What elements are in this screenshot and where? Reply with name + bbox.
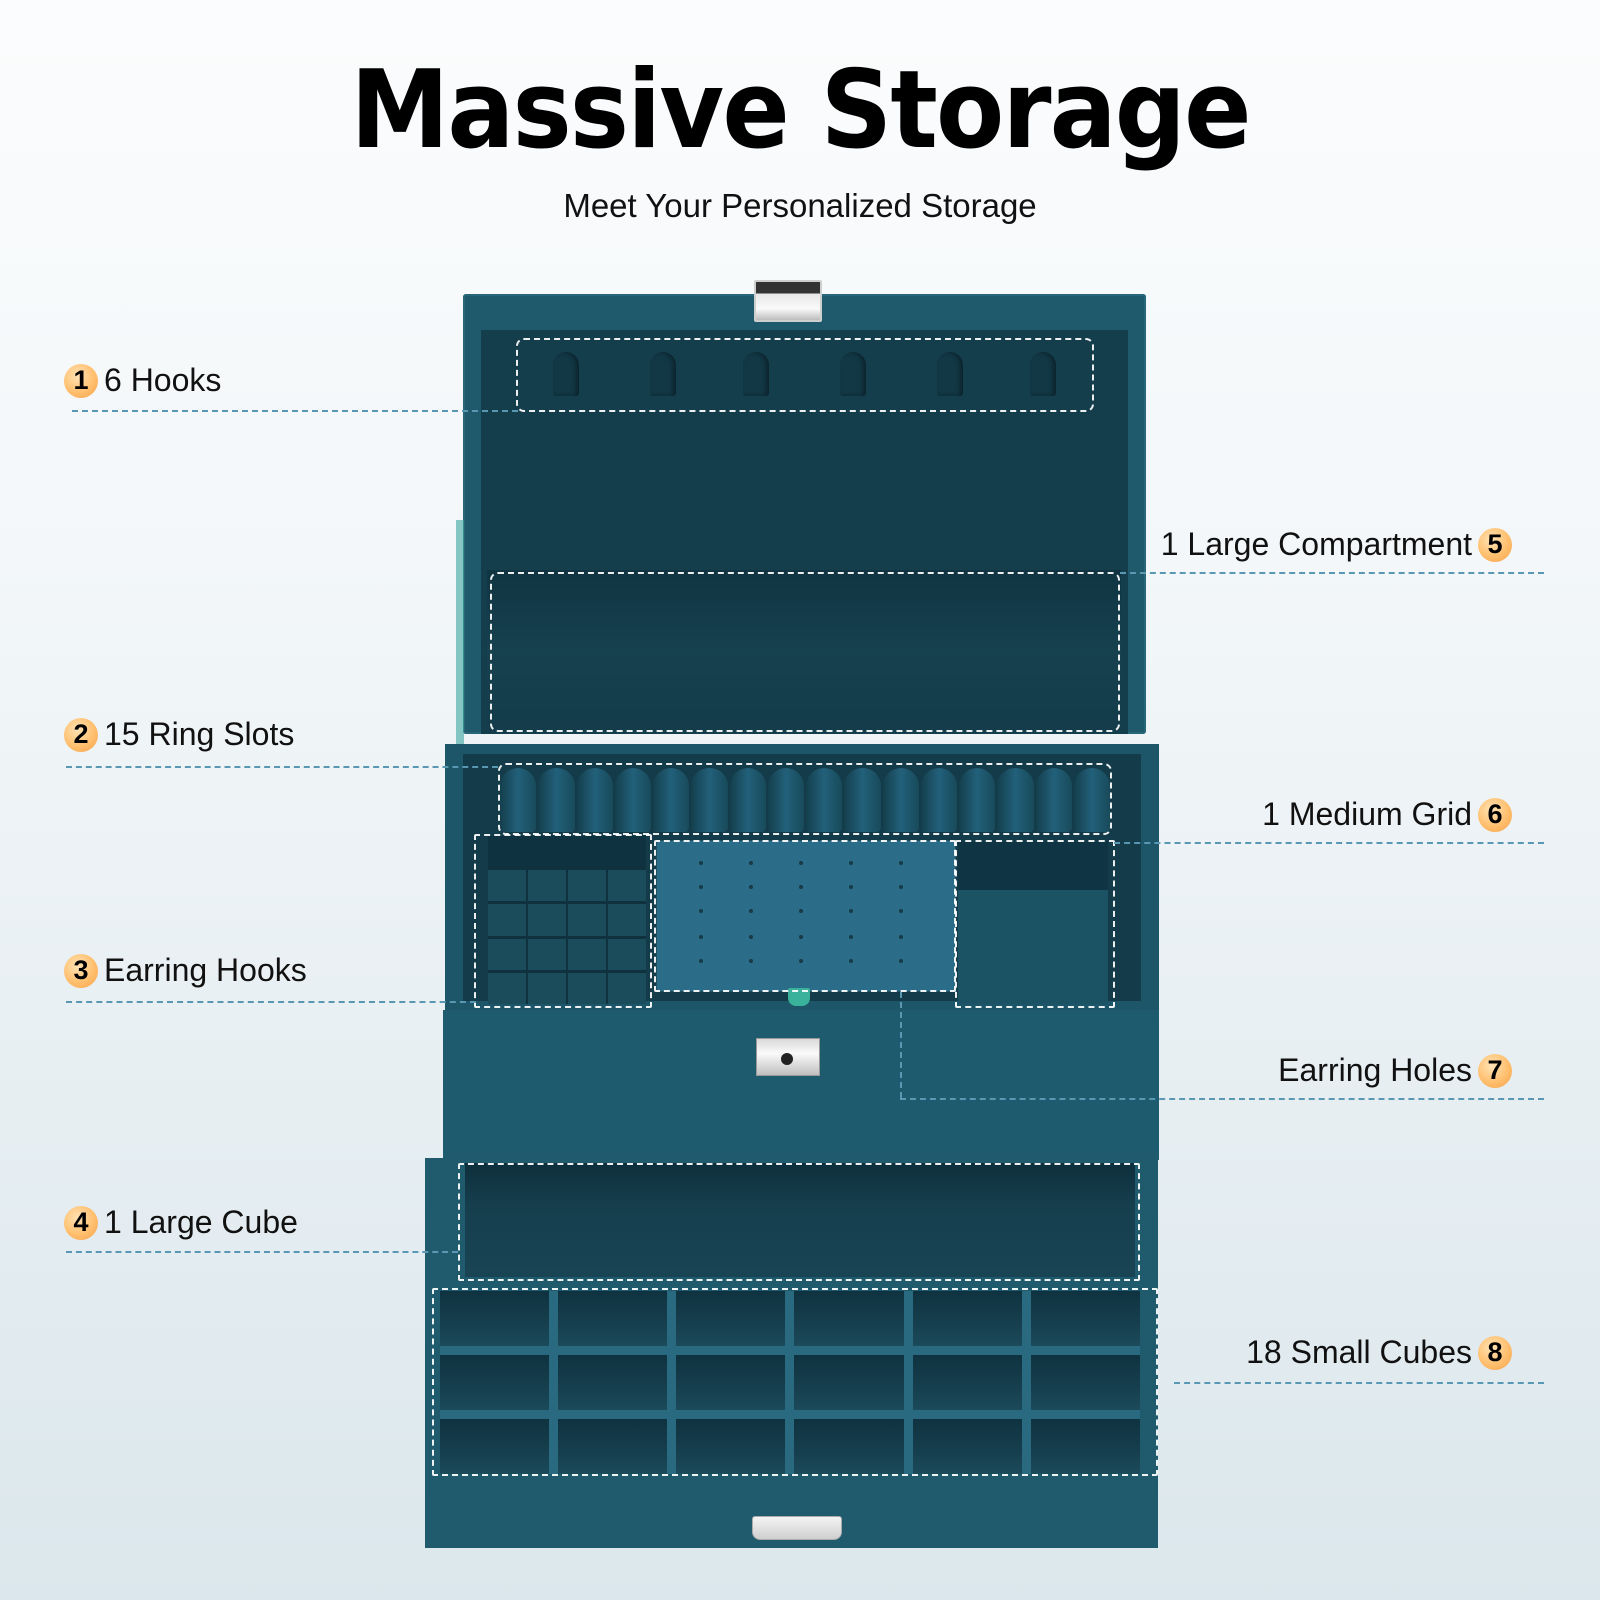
medium-grid-highlight [955, 840, 1115, 1008]
callout-label: Earring Hooks [104, 952, 307, 988]
lid-clasp-icon [754, 280, 822, 322]
necklace-hook [650, 352, 676, 396]
callout-label: 18 Small Cubes [1246, 1334, 1472, 1370]
number-badge: 8 [1478, 1335, 1512, 1370]
pull-ribbon [788, 988, 810, 1006]
callout-1-large-cube: 4 1 Large Cube [58, 1204, 298, 1241]
leader-line [1114, 842, 1544, 844]
leader-line [900, 1098, 1544, 1100]
callout-earring-holes: Earring Holes 7 [1278, 1052, 1518, 1089]
leader-line [72, 410, 518, 412]
necklace-hook [840, 352, 866, 396]
box-front [443, 1010, 1159, 1160]
earring-holes-highlight [654, 840, 956, 992]
necklace-hook [937, 352, 963, 396]
drawer-handle-icon [752, 1516, 842, 1540]
page-subtitle: Meet Your Personalized Storage [563, 187, 1037, 224]
large-cube [465, 1163, 1135, 1277]
small-cubes-highlight [432, 1288, 1158, 1476]
ring-rollers [500, 768, 1110, 832]
callout-1-medium-grid: 1 Medium Grid 6 [1262, 796, 1518, 833]
number-badge: 6 [1478, 797, 1512, 832]
necklace-hook [1030, 352, 1056, 396]
number-badge: 7 [1478, 1053, 1512, 1088]
callout-label: 1 Large Compartment [1160, 526, 1472, 562]
lid-pocket [487, 570, 1121, 730]
callout-label: 15 Ring Slots [104, 716, 295, 752]
earring-hooks-grid [488, 836, 646, 1004]
page-title: Massive Storage [350, 48, 1251, 173]
number-badge: 1 [64, 363, 98, 398]
number-badge: 3 [64, 953, 98, 988]
callout-label: Earring Holes [1278, 1052, 1472, 1088]
callout-6-hooks: 1 6 Hooks [58, 362, 221, 399]
large-compartment-highlight [490, 572, 1120, 732]
callout-15-ring-slots: 2 15 Ring Slots [58, 716, 294, 753]
callout-18-small-cubes: 18 Small Cubes 8 [1246, 1334, 1518, 1371]
leader-line [66, 1251, 458, 1253]
number-badge: 2 [64, 717, 98, 752]
necklace-hook [553, 352, 579, 396]
large-cube-highlight [458, 1163, 1140, 1281]
lid-edge [456, 520, 464, 780]
small-cubes-grid [440, 1291, 1140, 1474]
medium-grid [958, 842, 1108, 1004]
leader-line [900, 992, 902, 1098]
hooks-highlight [516, 338, 1094, 412]
callout-1-large-compartment: 1 Large Compartment 5 [1161, 526, 1518, 563]
ring-slots-highlight [498, 763, 1112, 835]
callout-label: 1 Large Cube [104, 1204, 298, 1240]
leader-line [1174, 1382, 1544, 1384]
callout-label: 6 Hooks [104, 362, 222, 398]
number-badge: 5 [1478, 527, 1512, 562]
callout-earring-hooks: 3 Earring Hooks [58, 952, 307, 989]
lock-icon [756, 1038, 820, 1076]
number-badge: 4 [64, 1205, 98, 1240]
earring-hooks-highlight [474, 834, 652, 1008]
necklace-hook [743, 352, 769, 396]
callout-label: 1 Medium Grid [1262, 796, 1472, 832]
leader-line [66, 1001, 476, 1003]
leader-line [66, 766, 498, 768]
leader-line [1120, 572, 1544, 574]
